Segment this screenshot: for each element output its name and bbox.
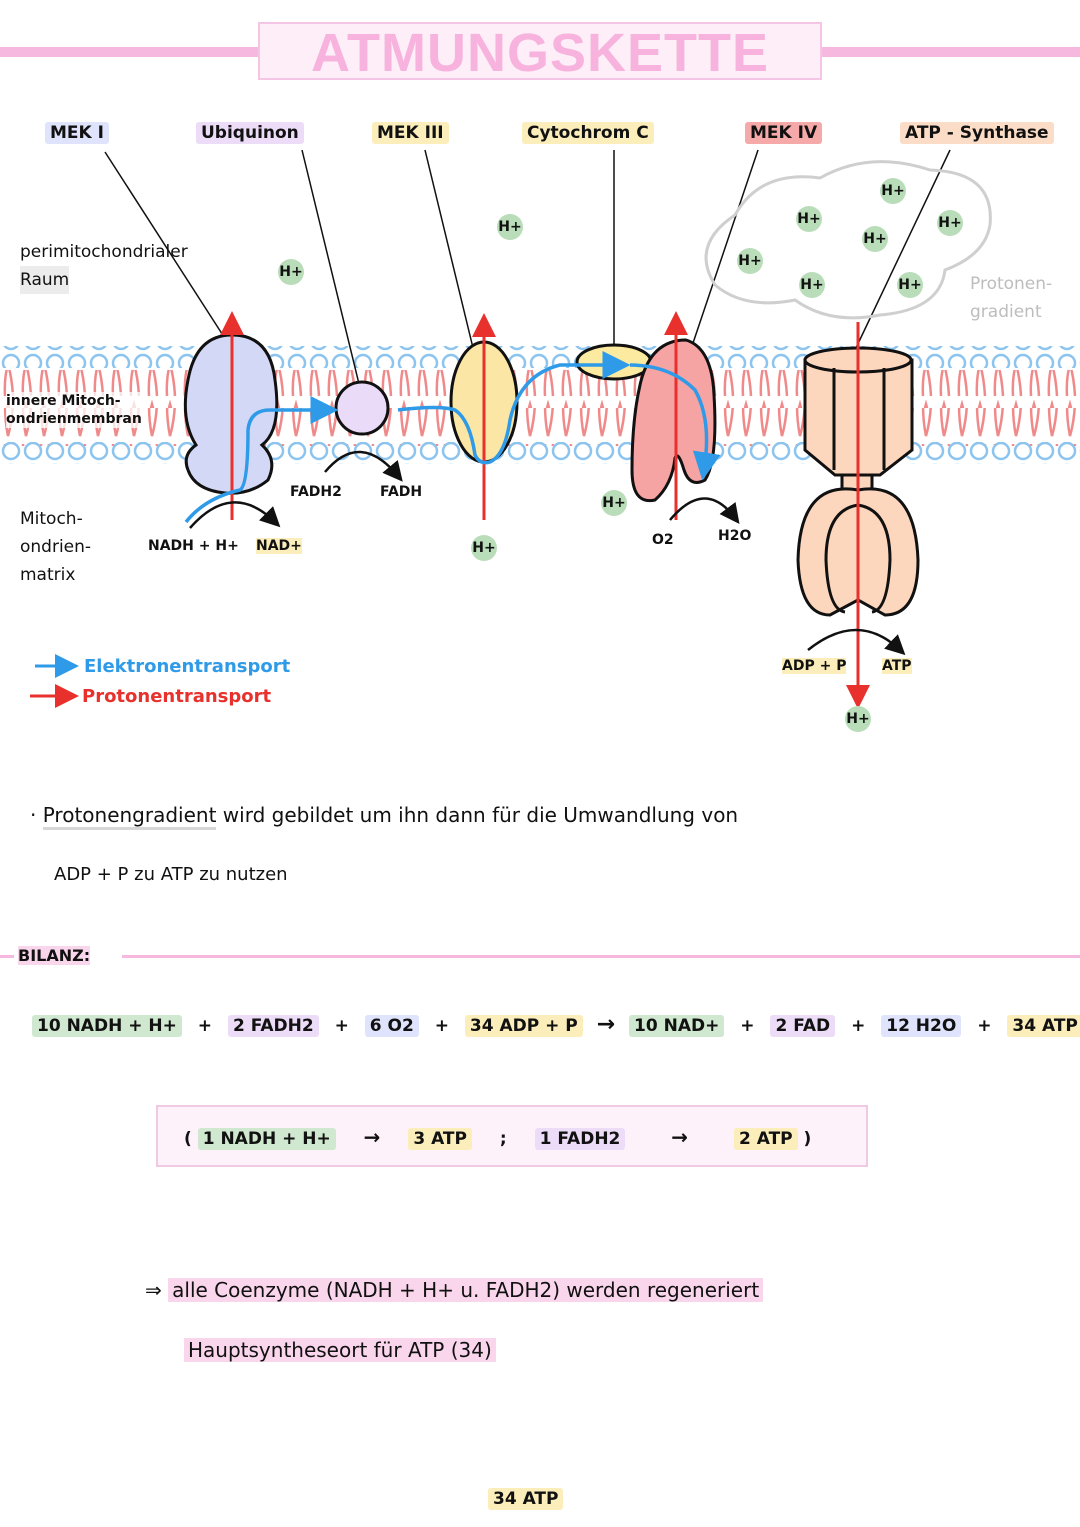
note-line1-text: wird gebildet um ihn dann für die Umwand… [222,803,739,827]
title-box: ATMUNGSKETTE [258,22,822,83]
proton-transport-arrows [220,311,870,709]
label-gradient-line1: Protonen- [970,274,1053,294]
label-leader-lines [104,149,951,389]
membrane-top-heads [0,346,1080,368]
label-mek3: MEK III [372,122,449,144]
eq-plus: + [197,1016,213,1036]
bilanz-heading: BILANZ: [18,946,91,965]
atp-yield-text: ( 1 NADH + H+ → 3 ATP ; 1 FADH2 → 2 ATP … [184,1125,812,1150]
conclusion-line1: ⇒ alle Coenzyme (NADH + H+ u. FADH2) wer… [145,1278,764,1302]
label-membrane-line1: innere Mitoch- [6,393,121,409]
label-mek4: MEK IV [745,122,823,144]
title-rule-right [822,47,1080,57]
label-intermembrane-space: perimitochondrialer Raum [20,238,188,294]
proton-ion: H+ [845,706,871,732]
conclusion-text2: Hauptsyntheseort für ATP (34) [184,1338,496,1362]
bilanz-equation: 10 NADH + H+ + 2 FADH2 + 6 O2 + 34 ADP +… [32,1012,1080,1037]
label-h2o: H2O [718,528,752,544]
page-title: ATMUNGSKETTE [311,23,769,83]
legend-electron-transport: Elektronentransport [84,656,291,677]
conclusion-text1: alle Coenzyme (NADH + H+ u. FADH2) werde… [168,1278,764,1302]
label-nad: NAD+ [256,538,302,554]
ratio-nadh-yield: 3 ATP [408,1128,472,1150]
label-nadh: NADH + H+ [148,538,239,554]
proton-gradient-cloud [704,160,992,320]
label-matrix-line2: ondrien- [20,537,92,557]
bilanz-rule-right [122,955,1080,958]
reaction-arrows [189,450,906,656]
proton-ion: H+ [278,259,304,285]
atp-yield-box: ( 1 NADH + H+ → 3 ATP ; 1 FADH2 → 2 ATP … [156,1105,868,1167]
label-fadh2: FADH2 [290,484,342,500]
label-ubiquinon: Ubiquinon [196,122,304,144]
legend-proton-transport: Protonentransport [82,686,272,707]
ratio-arrow: → [671,1125,689,1149]
eq-plus: + [851,1016,866,1036]
paren-close: ) [803,1129,812,1149]
proton-ion: H+ [937,210,963,236]
label-membrane-line2: ondrienmembran [6,411,142,427]
title-rule-left [0,47,258,57]
eq-plus: + [740,1016,755,1036]
ubiquinon-molecule [334,380,390,436]
total-atp: 34 ATP [488,1488,564,1510]
label-cytochrom-c: Cytochrom C [522,122,654,144]
proton-ion: H+ [601,490,627,516]
label-atp-synthase: ATP - Synthase [900,122,1054,144]
eq-term-atp: 34 ATP [1007,1015,1080,1037]
conclusion-line2: Hauptsyntheseort für ATP (34) [184,1338,496,1362]
label-fadh: FADH [380,484,423,500]
label-adp-p: ADP + P [782,658,847,674]
proton-ion: H+ [862,226,888,252]
eq-plus: + [334,1016,349,1036]
label-matrix: Mitoch- ondrien- matrix [20,505,91,589]
ratio-separator: ; [499,1129,507,1149]
eq-term-o2: 6 O2 [364,1015,419,1037]
eq-term-fadh2: 2 FADH2 [227,1015,319,1037]
label-matrix-line1: Mitoch- [20,509,83,529]
bullet: · [30,803,37,827]
note-highlight-term: Protonengradient [42,803,217,830]
ratio-fadh2: 1 FADH2 [534,1128,626,1150]
label-proton-gradient: Protonen- gradient [970,270,1052,326]
eq-term-nad: 10 NAD+ [629,1015,725,1037]
electron-transport-path [184,351,721,524]
eq-term-h2o: 12 H2O [881,1015,962,1037]
proton-ion: H+ [796,206,822,232]
eq-term-adp: 34 ADP + P [464,1015,583,1037]
proton-ion: H+ [497,214,523,240]
membrane-bottom-heads [0,442,1080,464]
proton-ion: H+ [737,248,763,274]
ratio-arrow: → [363,1125,381,1149]
eq-plus: + [434,1016,449,1036]
ratio-fadh2-yield: 2 ATP [733,1128,798,1150]
ratio-nadh: 1 NADH + H+ [197,1128,336,1150]
label-matrix-line3: matrix [20,565,76,585]
label-inner-membrane: innere Mitoch- ondrienmembran [6,392,142,428]
eq-arrow: → [596,1012,616,1037]
implies-arrow: ⇒ [145,1278,162,1302]
proton-ion: H+ [471,535,497,561]
proton-ion: H+ [880,178,906,204]
respiratory-chain-diagram [0,149,1080,709]
bilanz-rule-left [0,955,14,958]
membrane-bottom-tails [0,408,1080,446]
label-intermembrane-line1: perimitochondrialer [20,242,188,262]
label-o2: O2 [652,532,674,548]
eq-term-fad: 2 FAD [770,1015,836,1037]
label-mek1: MEK I [45,122,109,144]
paren-open: ( [184,1129,192,1149]
label-gradient-line2: gradient [970,302,1042,322]
label-atp: ATP [882,658,912,674]
note-line1: · Protonengradient wird gebildet um ihn … [30,803,739,830]
proton-ion: H+ [897,272,923,298]
eq-plus: + [977,1016,992,1036]
eq-term-nadh: 10 NADH + H+ [32,1015,182,1037]
label-intermembrane-line2: Raum [20,266,70,294]
inner-membrane [0,346,1080,464]
proton-ion: H+ [799,272,825,298]
membrane-top-tails [0,370,1080,408]
note-line2: ADP + P zu ATP zu nutzen [54,864,288,885]
cytochrom-c-molecule [575,343,653,381]
